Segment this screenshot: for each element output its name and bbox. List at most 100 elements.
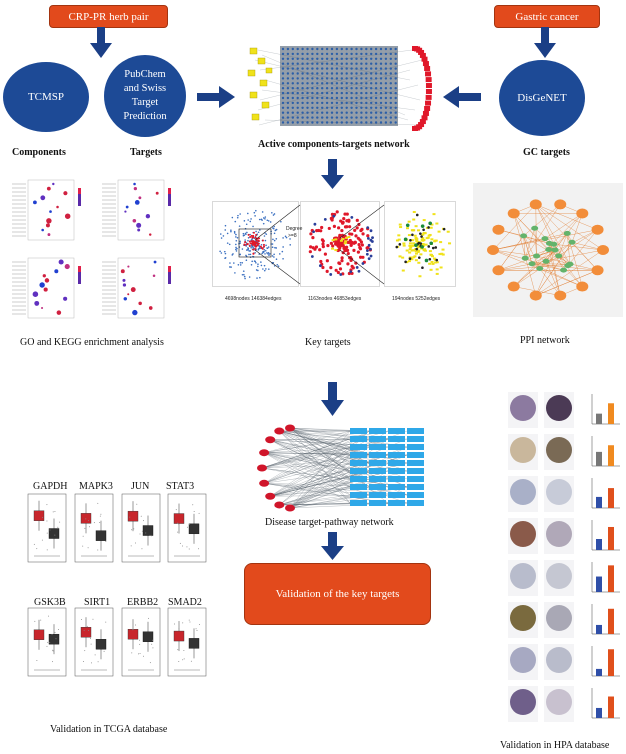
node	[331, 244, 335, 248]
target-node-dot	[345, 91, 348, 95]
node	[262, 268, 264, 270]
target-node-dot	[350, 116, 353, 119]
target-node-dot	[335, 101, 339, 105]
pathway-node	[388, 436, 405, 442]
target-node-dot	[345, 121, 348, 124]
pathway-edge	[264, 483, 389, 504]
node	[260, 264, 263, 267]
outer-node	[365, 252, 369, 256]
target-node-dot	[360, 121, 363, 124]
sample-dot	[97, 502, 99, 504]
node	[263, 269, 266, 272]
hpa-bar-tumor	[608, 608, 614, 634]
sample-dot	[198, 512, 200, 514]
core-node	[254, 241, 257, 244]
key-target-panel-1	[212, 201, 299, 287]
ppi-node	[560, 267, 568, 273]
target-node-dot	[325, 111, 329, 114]
gc-node	[425, 77, 432, 83]
ppi-edge	[571, 213, 583, 243]
ppi-edge	[535, 249, 556, 296]
target-node-dot	[306, 111, 309, 114]
node	[281, 250, 284, 253]
pathway-node	[388, 444, 405, 450]
node	[245, 259, 248, 262]
sample-dot	[142, 520, 144, 522]
node	[329, 216, 333, 221]
target-node-dot	[335, 121, 339, 124]
core-node	[248, 240, 251, 243]
node	[247, 212, 249, 215]
enrichment-dot	[45, 223, 50, 228]
node	[265, 268, 267, 270]
gastric-cancer-box: Gastric cancer	[494, 5, 600, 28]
node	[425, 237, 429, 240]
node	[235, 248, 237, 251]
target-node	[285, 424, 295, 432]
pathway-node	[350, 460, 367, 466]
tumor-box	[173, 513, 185, 524]
node	[228, 243, 231, 246]
node	[414, 236, 418, 239]
node	[343, 225, 348, 229]
node	[267, 251, 270, 254]
pathway-edge	[261, 467, 408, 488]
target-node-dot	[370, 121, 373, 124]
target-node-dot	[286, 77, 290, 80]
node	[267, 220, 270, 222]
sample-dot	[84, 650, 86, 652]
node	[432, 257, 436, 260]
node	[448, 242, 452, 245]
sample-dot	[140, 515, 142, 517]
sample-dot	[145, 532, 147, 534]
hub-node	[331, 247, 335, 250]
sample-dot	[97, 549, 99, 551]
targets-label: Targets	[130, 147, 162, 158]
pathway-edge	[279, 430, 370, 456]
enrichment-dot	[46, 186, 51, 191]
target-node-dot	[384, 57, 388, 60]
target-node-dot	[281, 72, 285, 75]
target-node	[259, 449, 270, 457]
ppi-node	[533, 253, 541, 259]
node	[275, 237, 278, 240]
target-node-dot	[394, 52, 397, 56]
target-node-dot	[365, 96, 368, 100]
sample-dot	[149, 534, 151, 536]
core-node	[255, 245, 258, 248]
node	[422, 219, 426, 222]
node	[257, 269, 259, 272]
node	[430, 238, 434, 241]
node	[329, 241, 333, 245]
active-network-image	[247, 46, 432, 131]
ppi-edge	[566, 233, 571, 265]
gc-node	[419, 119, 426, 125]
target-node-dot	[394, 82, 397, 85]
node	[334, 239, 338, 244]
hpa-bar-normal	[596, 413, 602, 424]
target-node-dot	[340, 101, 343, 105]
target-node-dot	[281, 111, 285, 114]
ppi-node	[545, 240, 553, 246]
enrichment-dot	[64, 213, 71, 219]
enrichment-dot	[155, 191, 159, 195]
node	[264, 239, 267, 242]
arrow-herb-down	[90, 27, 112, 58]
target-node-dot	[296, 96, 299, 100]
target-node-dot	[301, 121, 304, 124]
target-node-dot	[360, 106, 363, 110]
sample-dot	[149, 662, 151, 664]
target-node-dot	[394, 111, 397, 114]
key-targets-label: Key targets	[305, 337, 351, 348]
ppi-edge	[535, 204, 604, 251]
node	[431, 255, 435, 258]
target-node-dot	[389, 87, 392, 90]
outer-node	[313, 222, 317, 226]
colorbar	[168, 266, 171, 284]
ppi-hub	[507, 208, 520, 219]
target-node-dot	[384, 77, 388, 80]
node	[345, 219, 349, 223]
enrichment-dot	[120, 269, 125, 274]
pathway-edge	[264, 446, 351, 484]
node	[348, 232, 352, 236]
